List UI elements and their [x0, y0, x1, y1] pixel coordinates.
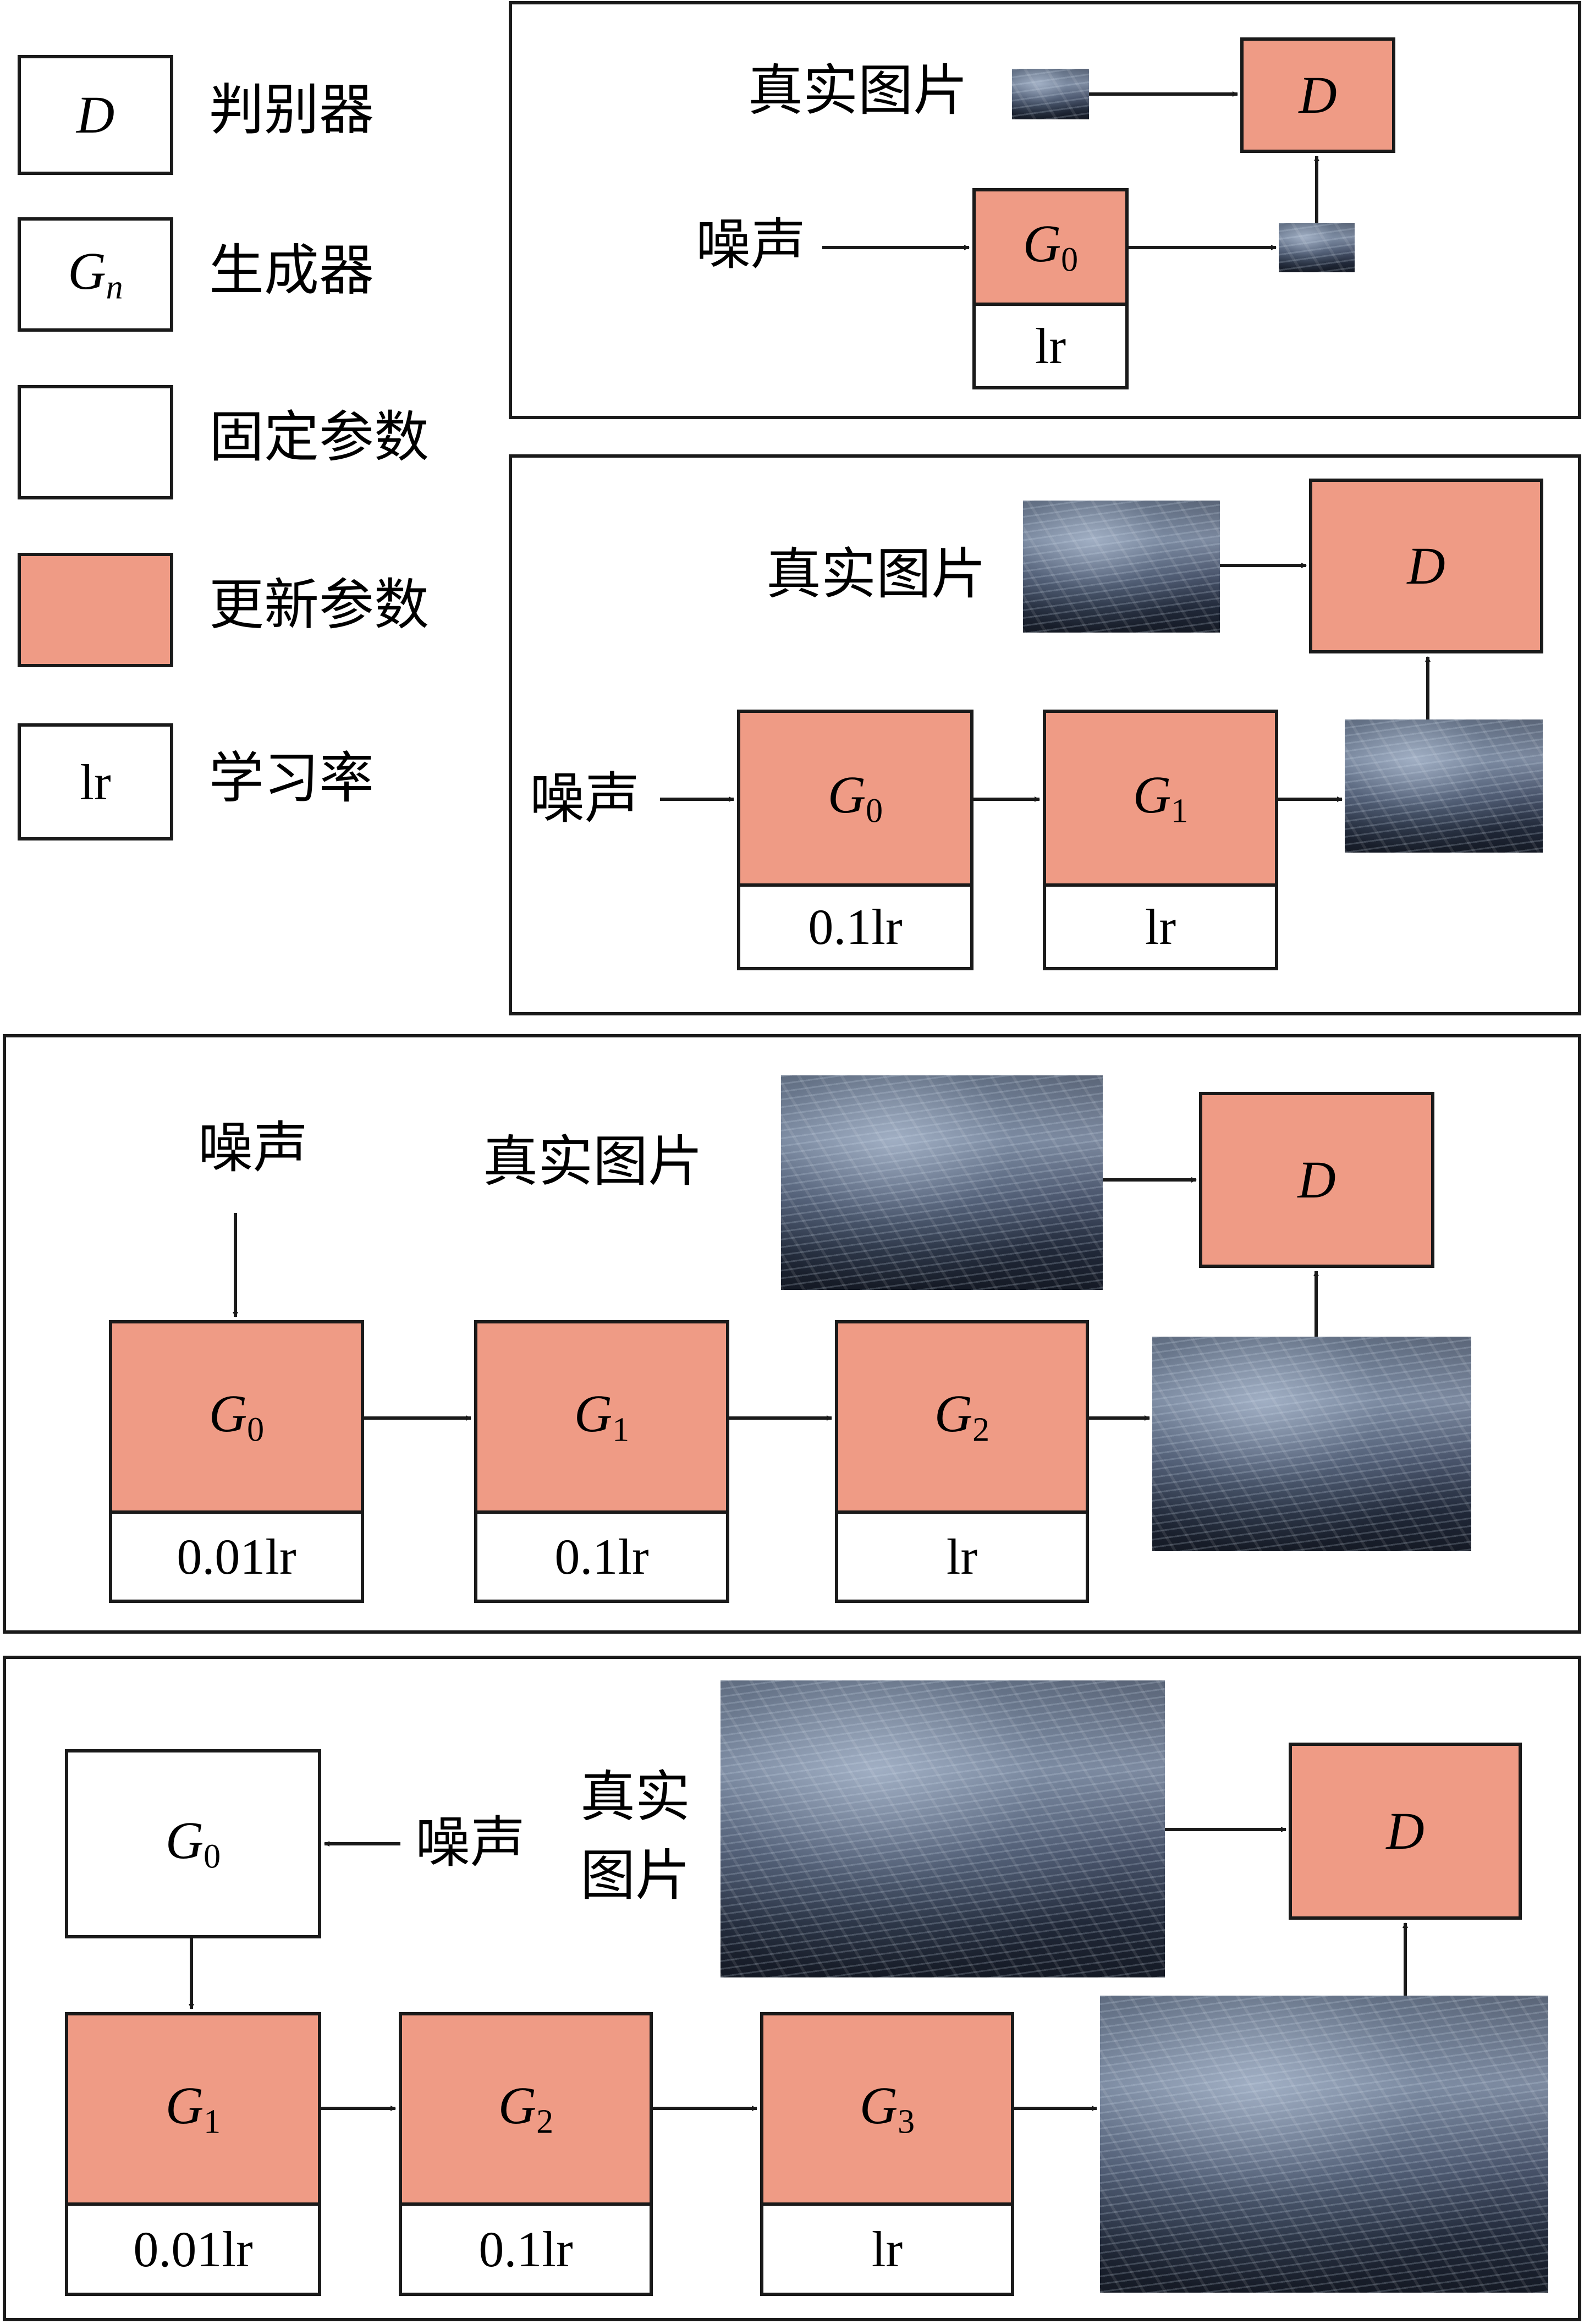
stage-2-discriminator: D	[1309, 479, 1543, 653]
stage-2-generator-g0: G0	[737, 710, 974, 887]
stage-4-discriminator: D	[1289, 1743, 1522, 1920]
legend-discriminator-box: D	[18, 55, 173, 175]
stage-2-g1-learning-rate: lr	[1043, 883, 1278, 970]
stage-1-generator-g0: G0	[972, 188, 1129, 306]
stage-1-noise-label: 噪声	[696, 212, 806, 277]
stage-2-noise-label: 噪声	[530, 766, 640, 831]
stage-3-g1-learning-rate: 0.1lr	[474, 1510, 729, 1603]
stage-1-discriminator: D	[1240, 37, 1395, 153]
stage-1-real-image-label: 真实图片	[748, 58, 968, 123]
stage-3-generator-g1: G1	[474, 1320, 729, 1514]
legend-generator-symbol: G	[68, 241, 106, 300]
stage-3-discriminator: D	[1199, 1092, 1434, 1268]
legend-fixed-param-label: 固定参数	[209, 405, 429, 469]
stage-2-real-image	[1023, 501, 1220, 633]
legend-fixed-param-swatch	[18, 385, 173, 499]
stage-3-noise-label: 噪声	[198, 1116, 308, 1180]
stage-2-generated-image	[1345, 719, 1543, 853]
stage-4-real-image-label-line2: 图片	[580, 1843, 690, 1908]
stage-2-generator-g1: G1	[1043, 710, 1278, 887]
stage-4-generator-g1: G1	[65, 2012, 321, 2206]
stage-1-g0-learning-rate: lr	[972, 303, 1129, 389]
stage-3-real-image	[781, 1075, 1103, 1290]
legend-update-param-label: 更新参数	[209, 573, 429, 637]
legend-learning-rate-symbol: lr	[80, 754, 111, 810]
stage-3-g0-learning-rate: 0.01lr	[109, 1510, 364, 1603]
stage-3-generator-g2: G2	[835, 1320, 1089, 1514]
stage-3-generated-image	[1152, 1337, 1471, 1551]
stage-4-generator-g0-fixed: G0	[65, 1749, 321, 1938]
stage-3-real-image-label: 真实图片	[483, 1129, 703, 1194]
stage-3-generator-g0: G0	[109, 1320, 364, 1514]
stage-4-g3-learning-rate: lr	[760, 2202, 1014, 2296]
legend-generator-subscript: n	[106, 268, 123, 306]
stage-4-generator-g2: G2	[399, 2012, 653, 2206]
legend-discriminator-symbol: D	[76, 85, 115, 144]
legend-learning-rate-box: lr	[18, 723, 173, 840]
legend-learning-rate-label: 学习率	[209, 746, 374, 810]
legend-update-param-swatch	[18, 553, 173, 667]
stage-2-g0-learning-rate: 0.1lr	[737, 883, 974, 970]
stage-3-g2-learning-rate: lr	[835, 1510, 1089, 1603]
stage-4-g1-learning-rate: 0.01lr	[65, 2202, 321, 2296]
stage-4-real-image-label-line1: 真实	[580, 1765, 690, 1829]
stage-4-generator-g3: G3	[760, 2012, 1014, 2206]
legend-generator-label: 生成器	[209, 238, 374, 303]
stage-1-real-image	[1012, 69, 1089, 119]
stage-4-real-image	[721, 1680, 1165, 1977]
legend-discriminator-label: 判别器	[209, 78, 374, 142]
stage-4-generated-image	[1100, 1996, 1548, 2293]
legend-generator-box: Gn	[18, 217, 173, 332]
stage-4-noise-label: 噪声	[415, 1810, 525, 1875]
stage-1-generated-image	[1279, 223, 1355, 272]
stage-2-real-image-label: 真实图片	[766, 542, 986, 606]
stage-4-g2-learning-rate: 0.1lr	[399, 2202, 653, 2296]
